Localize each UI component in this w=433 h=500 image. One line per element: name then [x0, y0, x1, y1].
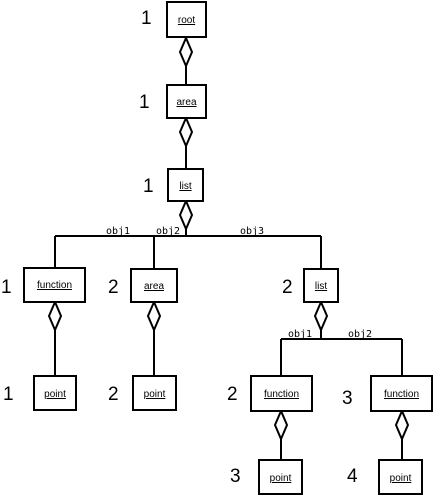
aggregation-diamond	[394, 408, 410, 442]
node-box-root[interactable]	[166, 1, 207, 38]
count-label: 3	[342, 388, 353, 409]
edge-label-obj2: obj2	[156, 226, 180, 237]
node-box-point[interactable]	[378, 459, 423, 495]
aggregation-diamond	[313, 299, 329, 333]
count-label: 1	[141, 8, 152, 29]
node-box-point[interactable]	[132, 375, 177, 411]
node-box-function[interactable]	[250, 375, 313, 412]
count-label: 3	[230, 466, 241, 487]
aggregation-diamond	[178, 35, 194, 69]
count-label: 1	[139, 92, 150, 113]
aggregation-diamond	[273, 408, 289, 442]
count-label: 2	[108, 277, 119, 298]
aggregation-diamond	[47, 299, 63, 333]
node-label-point: point	[44, 389, 66, 400]
node-box-function[interactable]	[370, 375, 433, 412]
edge-label-obj3: obj3	[240, 226, 264, 237]
node-box-area[interactable]	[166, 84, 207, 119]
count-label: 1	[3, 384, 14, 405]
node-label-function: function	[264, 389, 299, 400]
count-label: 2	[227, 384, 238, 405]
count-label: 2	[282, 277, 293, 298]
node-box-list[interactable]	[303, 268, 339, 303]
aggregation-diamond	[146, 299, 162, 333]
edge-label-obj1: obj1	[288, 329, 312, 340]
node-box-list[interactable]	[167, 168, 204, 202]
count-label: 1	[1, 277, 12, 298]
node-label-function: function	[37, 280, 72, 291]
node-box-area[interactable]	[130, 268, 178, 303]
aggregation-diamond	[178, 198, 194, 232]
node-label-function: function	[384, 389, 419, 400]
node-label-area: area	[144, 281, 164, 292]
node-box-point[interactable]	[258, 459, 303, 495]
count-label: 2	[108, 384, 119, 405]
node-label-point: point	[390, 473, 412, 484]
node-label-point: point	[270, 473, 292, 484]
node-label-point: point	[144, 389, 166, 400]
node-label-root: root	[178, 15, 195, 26]
node-box-point[interactable]	[33, 375, 77, 411]
count-label: 4	[347, 466, 358, 487]
aggregation-diamond	[178, 115, 194, 149]
edge-label-obj1: obj1	[106, 226, 130, 237]
count-label: 1	[143, 176, 154, 197]
edge-label-obj2: obj2	[348, 329, 372, 340]
node-label-area: area	[176, 97, 196, 108]
node-label-list: list	[315, 281, 327, 292]
node-box-function[interactable]	[23, 267, 86, 303]
node-label-list: list	[179, 181, 191, 192]
